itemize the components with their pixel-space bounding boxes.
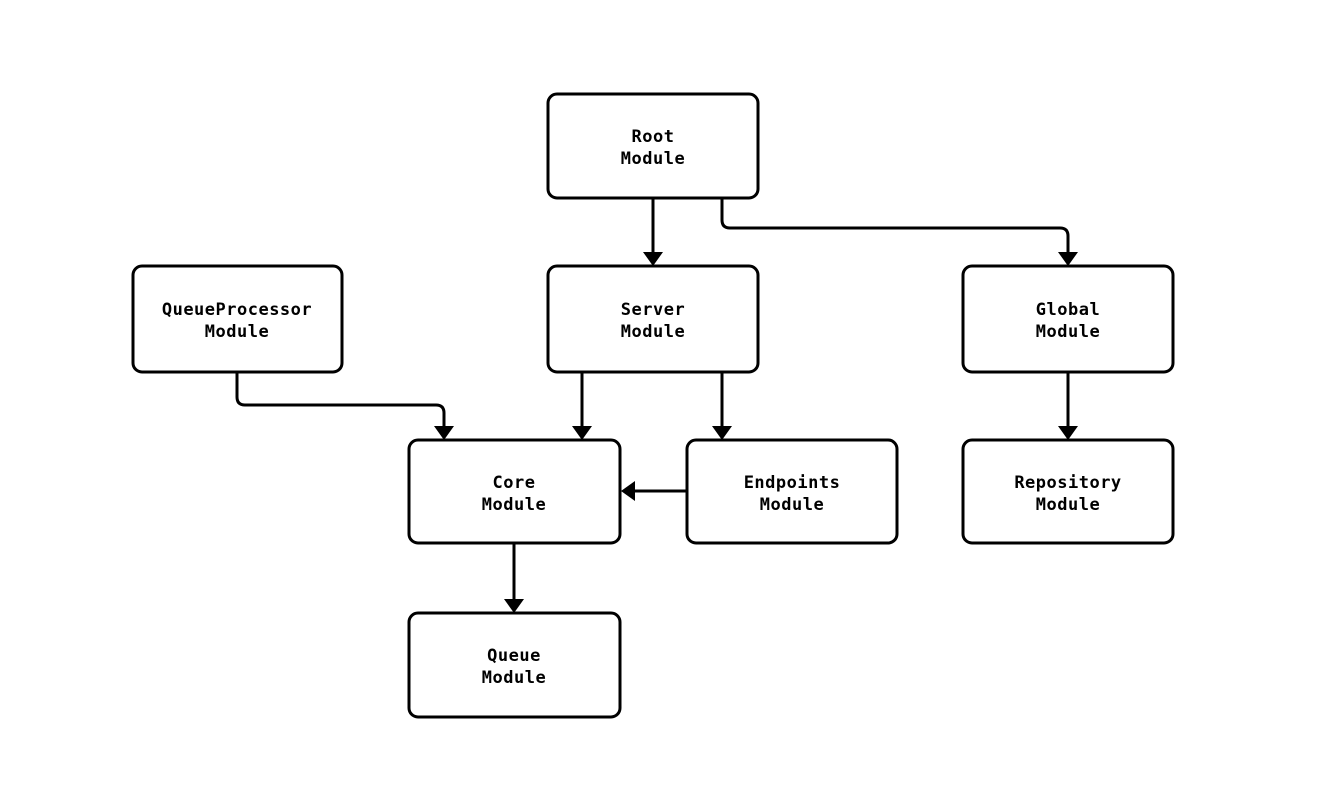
node-core-module[interactable]: Core Module	[407, 438, 622, 545]
edge-layer	[235, 198, 1078, 613]
arrowhead-down	[434, 426, 454, 440]
node-queue-module-label-line2: Module	[482, 668, 546, 688]
arrowhead-down	[1058, 426, 1078, 440]
edge-server-to-core	[572, 372, 592, 440]
edge-queueprocessor-to-core-line	[235, 372, 446, 427]
node-global-module-label-line2: Module	[1036, 322, 1100, 342]
node-layer: Root Module QueueProcessor Module Server…	[131, 92, 1175, 719]
node-server-module-box[interactable]	[546, 264, 760, 374]
edge-server-to-endpoints	[712, 372, 732, 440]
node-core-module-box[interactable]	[407, 438, 622, 545]
node-server-module-label-line1: Server	[621, 300, 685, 320]
node-endpoints-module-box[interactable]	[685, 438, 899, 545]
node-queueprocessor-module-box[interactable]	[131, 264, 344, 374]
edge-root-to-server	[643, 198, 663, 266]
node-endpoints-module-label-line1: Endpoints	[744, 473, 841, 493]
node-queueprocessor-module-label-line2: Module	[205, 322, 269, 342]
node-root-module-label-line2: Module	[621, 149, 685, 169]
arrowhead-down	[643, 252, 663, 266]
node-endpoints-module-label-line2: Module	[760, 495, 824, 515]
node-global-module-box[interactable]	[961, 264, 1175, 374]
edge-endpoints-to-core	[621, 481, 687, 501]
node-core-module-label-line2: Module	[482, 495, 546, 515]
arrowhead-left	[621, 481, 635, 501]
node-server-module-label-line2: Module	[621, 322, 685, 342]
edge-root-to-global	[720, 198, 1078, 266]
node-queueprocessor-module[interactable]: QueueProcessor Module	[131, 264, 344, 374]
node-root-module-box[interactable]	[546, 92, 760, 200]
node-server-module[interactable]: Server Module	[546, 264, 760, 374]
node-core-module-label-line1: Core	[493, 473, 536, 493]
arrowhead-down	[572, 426, 592, 440]
node-global-module[interactable]: Global Module	[961, 264, 1175, 374]
node-queue-module-label-line1: Queue	[487, 646, 541, 666]
edge-global-to-repository	[1058, 372, 1078, 440]
node-repository-module-box[interactable]	[961, 438, 1175, 545]
node-root-module[interactable]: Root Module	[546, 92, 760, 200]
node-repository-module[interactable]: Repository Module	[961, 438, 1175, 545]
node-queue-module[interactable]: Queue Module	[407, 611, 622, 719]
arrowhead-down	[504, 599, 524, 613]
arrowhead-down	[712, 426, 732, 440]
node-global-module-label-line1: Global	[1036, 300, 1100, 320]
node-root-module-label-line1: Root	[632, 127, 675, 147]
node-endpoints-module[interactable]: Endpoints Module	[685, 438, 899, 545]
edge-core-to-queue	[504, 543, 524, 613]
edge-queueprocessor-to-core	[235, 372, 454, 440]
node-queueprocessor-module-label-line1: QueueProcessor	[162, 300, 312, 320]
node-repository-module-label-line1: Repository	[1014, 473, 1121, 493]
node-repository-module-label-line2: Module	[1036, 495, 1100, 515]
edge-root-to-global-line	[720, 198, 1070, 252]
arrowhead-down	[1058, 252, 1078, 266]
node-queue-module-box[interactable]	[407, 611, 622, 719]
